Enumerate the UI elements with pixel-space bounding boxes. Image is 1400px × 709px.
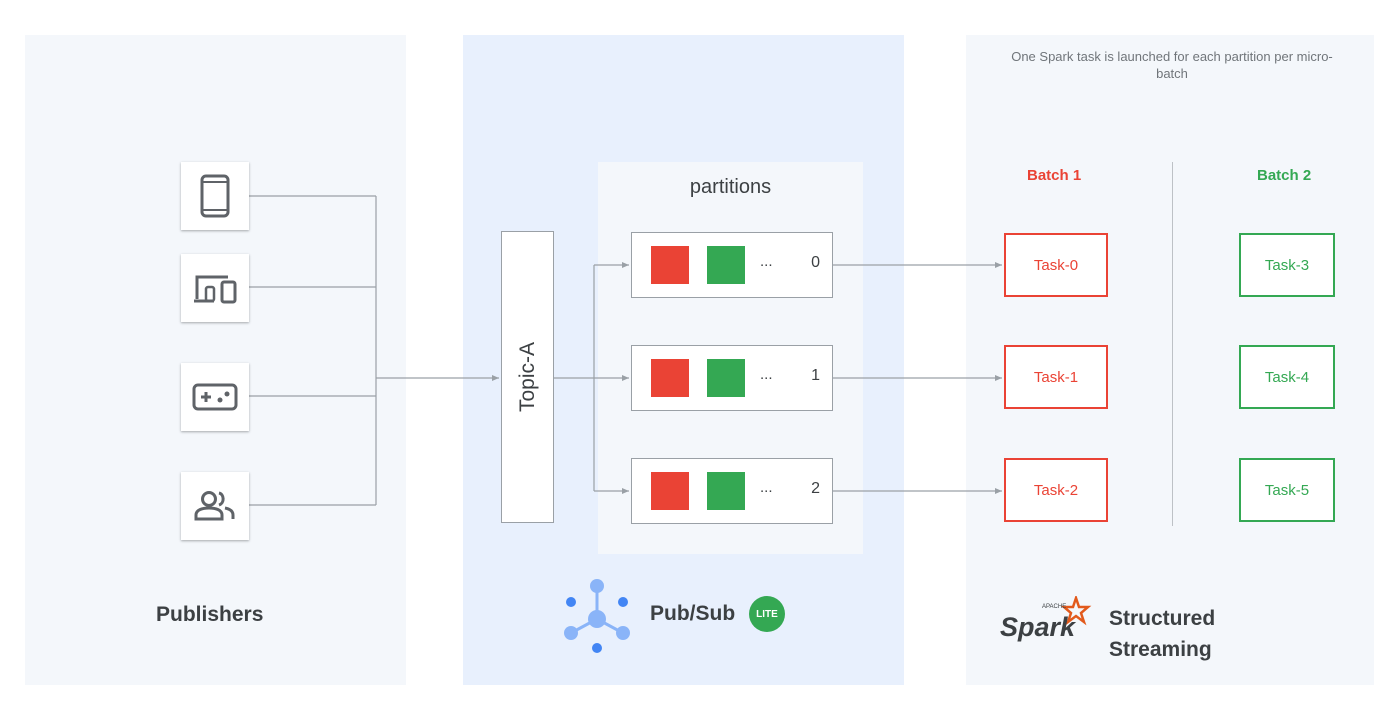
message-block-red bbox=[651, 246, 689, 284]
publishers-panel bbox=[25, 35, 406, 685]
smartphone-icon bbox=[200, 174, 230, 218]
task-box-batch2: Task-4 bbox=[1239, 345, 1335, 409]
structured-streaming-line1: Structured bbox=[1109, 607, 1216, 630]
message-block-green bbox=[707, 359, 745, 397]
structured-streaming-line2: Streaming bbox=[1109, 638, 1212, 661]
task-box-batch2: Task-5 bbox=[1239, 458, 1335, 522]
users-icon bbox=[194, 491, 235, 521]
message-block-green bbox=[707, 246, 745, 284]
topic-label: Topic-A bbox=[515, 341, 539, 413]
partition-row-2: ... 2 bbox=[631, 458, 833, 524]
batch-divider bbox=[1172, 162, 1173, 526]
spark-logo-icon: APACHE Spark bbox=[1000, 596, 1092, 642]
partition-row-0: ... 0 bbox=[631, 232, 833, 298]
partition-index: 2 bbox=[811, 480, 820, 497]
pubsub-title: Pub/Sub bbox=[650, 602, 736, 625]
partition-row-1: ... 1 bbox=[631, 345, 833, 411]
message-block-red bbox=[651, 359, 689, 397]
partition-ellipsis: ... bbox=[760, 253, 773, 270]
task-box-batch1: Task-2 bbox=[1004, 458, 1108, 522]
pubsub-logo-icon bbox=[564, 579, 630, 653]
spark-logo-text: Spark bbox=[1000, 612, 1077, 642]
task-box-batch1: Task-1 bbox=[1004, 345, 1108, 409]
device-devices bbox=[181, 254, 249, 322]
partition-ellipsis: ... bbox=[760, 479, 773, 496]
topic-box: Topic-A bbox=[501, 231, 554, 523]
structured-streaming-title: Structured Streaming bbox=[1109, 603, 1215, 665]
message-block-green bbox=[707, 472, 745, 510]
partition-index: 0 bbox=[811, 254, 820, 271]
publishers-title: Publishers bbox=[156, 603, 264, 626]
task-box-batch2: Task-3 bbox=[1239, 233, 1335, 297]
device-gamepad bbox=[181, 363, 249, 431]
batch-1-heading: Batch 1 bbox=[1027, 167, 1082, 184]
spark-note: One Spark task is launched for each part… bbox=[1011, 49, 1333, 81]
gamepad-icon bbox=[192, 383, 238, 411]
task-box-batch1: Task-0 bbox=[1004, 233, 1108, 297]
batch-2-heading: Batch 2 bbox=[1257, 167, 1312, 184]
partition-index: 1 bbox=[811, 367, 820, 384]
device-smartphone bbox=[181, 162, 249, 230]
message-block-red bbox=[651, 472, 689, 510]
lite-badge: LITE bbox=[749, 596, 785, 632]
device-users bbox=[181, 472, 249, 540]
partition-ellipsis: ... bbox=[760, 366, 773, 383]
spark-logo-apache: APACHE bbox=[1042, 604, 1066, 610]
devices-icon bbox=[194, 275, 237, 304]
partitions-title: partitions bbox=[689, 176, 772, 198]
